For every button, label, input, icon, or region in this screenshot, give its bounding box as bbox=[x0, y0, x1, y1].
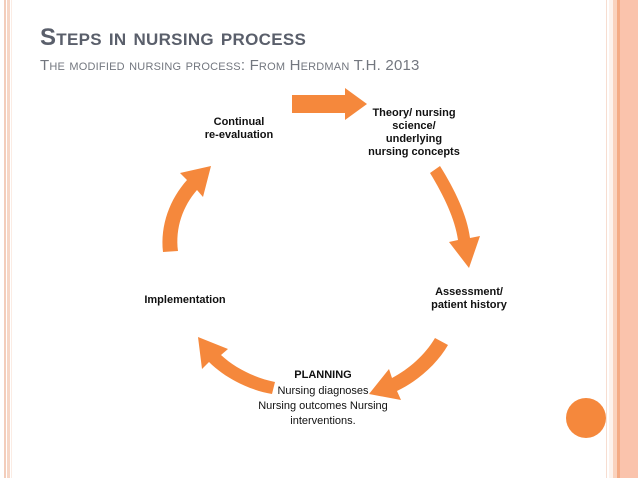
page-subtitle: The modified nursing process: From Herdm… bbox=[40, 57, 420, 74]
right-border-stripe-2 bbox=[609, 0, 613, 478]
cycle-node-label-continual-reevaluation: Continual re-evaluation bbox=[204, 116, 274, 141]
arrow-bottom-right-icon bbox=[369, 338, 448, 400]
slide-heading: Steps in nursing process The modified nu… bbox=[40, 24, 560, 75]
cycle-node-label-implementation: Implementation bbox=[144, 294, 226, 306]
right-border-stripe-5 bbox=[620, 0, 638, 478]
right-border-stripe-1 bbox=[606, 0, 607, 478]
arrow-right-icon bbox=[430, 166, 480, 268]
left-border-stripe-2 bbox=[7, 0, 10, 478]
left-border-stripe-1 bbox=[4, 0, 6, 478]
orange-dot-decoration bbox=[566, 398, 606, 438]
arrow-left-icon bbox=[162, 166, 211, 252]
cycle-node-label-planning-items: Nursing diagnoses Nursing outcomes Nursi… bbox=[258, 385, 388, 427]
arrow-bottom-left-icon bbox=[198, 337, 275, 394]
cycle-node-label-theory: Theory/ nursing science/ underlying nurs… bbox=[368, 107, 460, 158]
right-border-stripe-3 bbox=[613, 0, 617, 478]
cycle-node-label-assessment: Assessment/ patient history bbox=[431, 286, 507, 311]
page-title: Steps in nursing process bbox=[40, 24, 307, 51]
cycle-node-label-planning-heading: PLANNING bbox=[294, 369, 352, 381]
left-border-stripe-3 bbox=[11, 0, 12, 478]
right-border-stripe-4 bbox=[617, 0, 620, 478]
arrow-top-icon bbox=[292, 88, 367, 120]
